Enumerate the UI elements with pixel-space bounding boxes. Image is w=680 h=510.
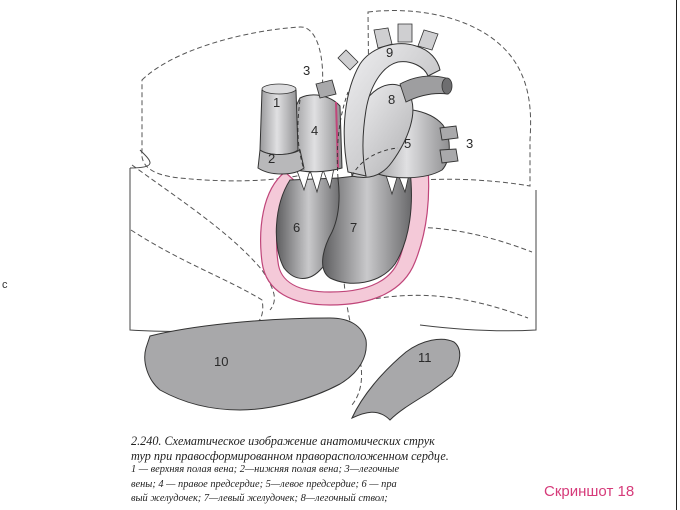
pulmonary-branch-opening	[441, 77, 453, 95]
label-10: 10	[214, 354, 228, 369]
caption-line-2: тур при правосформированном праворасполо…	[131, 448, 449, 463]
inferior-vena-cava	[257, 149, 305, 175]
diaphragm-left	[131, 164, 275, 311]
caption-line-3: 1 — верхняя полая вена; 2—нижняя полая в…	[131, 464, 400, 475]
side-mark: c	[2, 279, 8, 291]
label-7: 7	[350, 220, 357, 235]
aortic-arch-branches	[337, 23, 439, 71]
heart-dashed-contours	[297, 91, 399, 179]
figure-caption: 2.240. Схематическое изображение анатоми…	[131, 434, 521, 507]
aorta	[343, 43, 441, 177]
caption-line-5: вый желудочек; 7—левый желудочек; 8—лего…	[131, 493, 388, 504]
label-3-left: 3	[303, 63, 310, 78]
label-2: 2	[268, 151, 275, 166]
lower-left-contour	[130, 229, 264, 323]
pulmonary-branch	[399, 75, 449, 103]
label-6: 6	[293, 220, 300, 235]
label-5: 5	[404, 136, 411, 151]
liver	[144, 317, 367, 411]
caption-line-1: 2.240. Схематическое изображение анатоми…	[131, 434, 435, 448]
pulmonary-vein-right-2	[439, 148, 459, 164]
label-9: 9	[386, 45, 393, 60]
right-edge-line	[676, 0, 677, 510]
label-4: 4	[311, 123, 318, 138]
label-11: 11	[418, 350, 432, 365]
pulmonary-vein-right	[439, 125, 459, 141]
label-8: 8	[388, 92, 395, 107]
screenshot-label: Скриншот 18	[544, 483, 635, 500]
caption-line-4: вены; 4 — правое предсердие; 5—левое пре…	[131, 478, 397, 490]
stomach	[350, 338, 461, 421]
label-1: 1	[273, 95, 280, 110]
left-ventricle	[322, 169, 412, 284]
lower-right-contour	[367, 294, 529, 319]
pulmonary-vein-left	[315, 79, 337, 99]
label-3-right: 3	[466, 136, 473, 151]
svc-opening	[261, 83, 297, 95]
